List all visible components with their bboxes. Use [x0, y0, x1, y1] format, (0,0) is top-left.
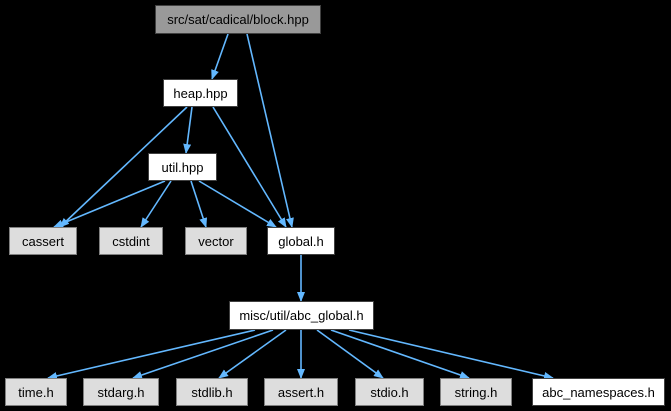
- graph-node-cstdint[interactable]: cstdint: [99, 227, 163, 255]
- graph-edge-util-to-cassert: [53, 180, 166, 228]
- graph-node-label: heap.hpp: [173, 85, 228, 101]
- graph-edge-heap-to-util: [183, 106, 193, 154]
- graph-edge-abcglobal-to-stdio: [316, 329, 384, 379]
- graph-node-time[interactable]: time.h: [5, 378, 67, 406]
- graph-node-label: misc/util/abc_global.h: [239, 308, 364, 323]
- graph-edges: [47, 33, 554, 380]
- graph-node-label: src/sat/cadical/block.hpp: [167, 12, 309, 27]
- graph-edge-util-to-global: [198, 180, 277, 228]
- graph-edge-abcglobal-to-stdarg: [132, 329, 274, 379]
- graph-node-label: abc_namespaces.h: [542, 384, 655, 400]
- graph-node-abcnamespaces[interactable]: abc_namespaces.h: [532, 378, 665, 406]
- graph-node-cassert[interactable]: cassert: [9, 227, 77, 255]
- graph-node-block[interactable]: src/sat/cadical/block.hpp: [155, 5, 321, 34]
- graph-node-label: string.h: [454, 384, 498, 400]
- graph-edge-block-to-heap: [211, 33, 229, 80]
- graph-edge-heap-to-global: [212, 106, 287, 228]
- graph-node-label: stdarg.h: [97, 384, 145, 400]
- graph-node-label: assert.h: [277, 384, 325, 400]
- graph-edge-abcglobal-to-time: [47, 329, 256, 380]
- graph-node-stdio[interactable]: stdio.h: [355, 378, 424, 406]
- graph-node-vector[interactable]: vector: [185, 227, 247, 255]
- graph-node-label: vector: [198, 233, 234, 249]
- graph-edge-block-to-global: [246, 33, 294, 228]
- graph-edge-abcglobal-to-abcnamespaces: [348, 329, 554, 380]
- graph-edge-heap-to-cassert: [59, 106, 188, 228]
- graph-node-label: time.h: [18, 384, 54, 400]
- graph-node-heap[interactable]: heap.hpp: [163, 79, 238, 107]
- graph-node-label: global.h: [278, 233, 324, 249]
- graph-edge-util-to-cstdint: [140, 180, 172, 228]
- graph-node-label: stdlib.h: [191, 384, 233, 400]
- graph-node-label: util.hpp: [161, 159, 204, 175]
- graph-node-label: stdio.h: [370, 384, 409, 400]
- graph-node-abcglobal[interactable]: misc/util/abc_global.h: [229, 301, 374, 330]
- graph-node-stdlib[interactable]: stdlib.h: [176, 378, 248, 406]
- graph-edge-util-to-vector: [190, 180, 208, 228]
- graph-node-util[interactable]: util.hpp: [148, 153, 217, 181]
- graph-node-global[interactable]: global.h: [267, 227, 335, 255]
- graph-node-string[interactable]: string.h: [440, 378, 512, 406]
- graph-edge-abcglobal-to-string: [330, 329, 470, 379]
- graph-node-assert[interactable]: assert.h: [264, 378, 338, 406]
- graph-node-label: cstdint: [112, 233, 150, 249]
- graph-node-stdarg[interactable]: stdarg.h: [83, 378, 159, 406]
- graph-edge-abcglobal-to-stdlib: [218, 329, 287, 379]
- graph-node-label: cassert: [22, 233, 64, 249]
